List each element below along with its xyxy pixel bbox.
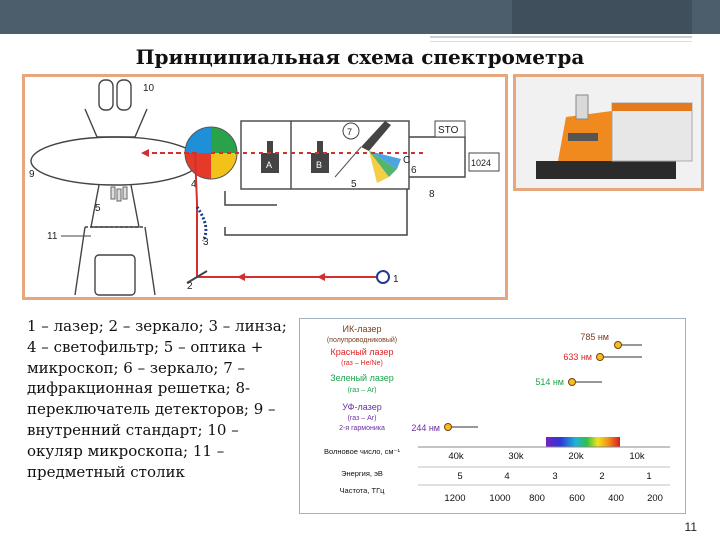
instrument-photo (513, 74, 704, 191)
lens-3-icon (195, 206, 208, 242)
laser-uv-sub: (газ – Ar) (348, 415, 377, 422)
label-1024: 1024 (471, 158, 491, 168)
diffraction-grating-icon (334, 121, 401, 183)
laser-ir-sub: (полупроводниковый) (327, 336, 397, 344)
laser-beam-path (145, 152, 425, 278)
label-b: B (316, 160, 322, 170)
spectrometer-schematic: 10 9 5 11 4 (22, 74, 508, 300)
spectrometer-stripe (612, 103, 692, 111)
label-9: 9 (29, 169, 35, 180)
energy-tick-3: 3 (552, 471, 557, 482)
filter-a-icon (261, 141, 279, 173)
energy-tick-5: 5 (457, 471, 462, 482)
wavenumber-tick-30k: 30k (508, 451, 524, 462)
laser-uv-sub2: 2-я гармоника (339, 425, 385, 432)
frequency-tick-1000: 1000 (489, 493, 510, 504)
instrument-photo-svg (516, 77, 701, 188)
header-divider-thin (430, 41, 692, 42)
laser-uv-name: УФ-лазер (342, 402, 381, 412)
label-8: 8 (429, 189, 435, 200)
label-c: C (403, 155, 410, 166)
label-2: 2 (187, 281, 193, 292)
objective-icon (110, 186, 128, 202)
label-sto: STO (438, 125, 459, 136)
energy-tick-2: 2 (599, 471, 604, 482)
filter-wheel-icon (184, 126, 238, 180)
page-number: 11 (684, 520, 697, 534)
laser-ir-marker (614, 341, 642, 349)
slide-title: Принципиальная схема спектрометра (135, 45, 585, 69)
laser-red-sub: (газ – He/Ne) (341, 360, 383, 367)
label-7: 7 (347, 127, 352, 137)
laser-spectrum-panel: ИК-лазер (полупроводниковый) Красный лаз… (299, 318, 686, 514)
signal-path (224, 189, 408, 236)
wavenumber-row-label: Волновое число, см⁻¹ (324, 447, 401, 456)
wavenumber-tick-20k: 20k (568, 451, 584, 462)
label-5-left: 5 (95, 203, 101, 214)
laser-uv-marker (444, 423, 478, 431)
grating-mount-icon (342, 122, 360, 140)
legend-caption: 1 – лазер; 2 – зеркало; 3 – линза; 4 – с… (27, 317, 287, 481)
visible-spectrum-band (546, 437, 620, 447)
laser-green-name: Зеленый лазер (330, 373, 394, 383)
beam-arrow-2 (317, 273, 325, 281)
laser-uv-wavelength: 244 нм (411, 423, 440, 433)
label-a: A (266, 160, 272, 170)
mirror-2-icon (186, 270, 208, 284)
frequency-tick-200: 200 (647, 493, 663, 504)
eyepiece-icon (84, 79, 148, 138)
frequency-tick-600: 600 (569, 493, 585, 504)
microscope-body-icon (30, 136, 200, 296)
laser-green-wavelength: 514 нм (535, 377, 564, 387)
energy-tick-4: 4 (504, 471, 509, 482)
label-10: 10 (143, 83, 155, 94)
instrument-base (536, 161, 676, 179)
detector-sto (434, 120, 466, 138)
detector-1024 (468, 152, 500, 172)
laser-red-wavelength: 633 нм (563, 352, 592, 362)
wavenumber-tick-40k: 40k (448, 451, 464, 462)
microscope-eyepiece (575, 94, 589, 120)
label-11: 11 (47, 231, 58, 242)
laser-green-marker (568, 378, 602, 386)
spectrum-svg: ИК-лазер (полупроводниковый) Красный лаз… (324, 324, 670, 504)
label-1: 1 (393, 274, 399, 285)
spectrometer-box (611, 102, 693, 162)
schematic-svg: 10 9 5 11 4 (29, 79, 500, 296)
label-6: 6 (411, 165, 417, 176)
laser-ir-name: ИК-лазер (343, 324, 382, 334)
header-divider (430, 36, 692, 38)
label-4: 4 (191, 179, 197, 190)
beam-arrow-3 (141, 149, 149, 157)
microscope-stage (568, 133, 598, 141)
laser-red-name: Красный лазер (331, 347, 394, 357)
frequency-tick-800: 800 (529, 493, 545, 504)
frequency-row-label: Частота, ТГц (340, 486, 386, 495)
label-3: 3 (203, 237, 209, 248)
laser-icon (376, 270, 390, 284)
filter-b-icon (311, 141, 329, 173)
top-header-bar (0, 0, 720, 34)
laser-green-sub: (газ – Ar) (348, 387, 377, 394)
frequency-tick-400: 400 (608, 493, 624, 504)
energy-row-label: Энергия, эВ (341, 469, 383, 478)
label-5: 5 (351, 179, 357, 190)
header-tab (512, 0, 692, 34)
wavenumber-tick-10k: 10k (629, 451, 645, 462)
frequency-tick-1200: 1200 (444, 493, 465, 504)
laser-ir-wavelength: 785 нм (580, 332, 609, 342)
laser-red-marker (596, 353, 642, 361)
beam-arrow (237, 273, 245, 281)
energy-tick-1: 1 (646, 471, 651, 482)
